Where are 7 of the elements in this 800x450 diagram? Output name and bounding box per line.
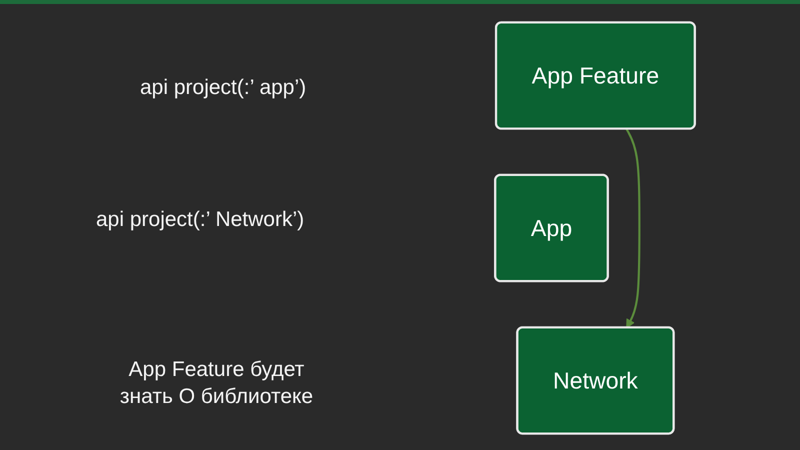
arrow — [626, 128, 640, 328]
note-text: App Feature будет знать О библиотеке — [118, 357, 314, 410]
code-label: api project(:’ Network’) — [96, 207, 304, 233]
module-box: App Feature — [494, 21, 696, 130]
module-box: App — [494, 174, 609, 282]
code-label: api project(:’ app’) — [140, 75, 306, 101]
module-box: Network — [516, 326, 675, 435]
